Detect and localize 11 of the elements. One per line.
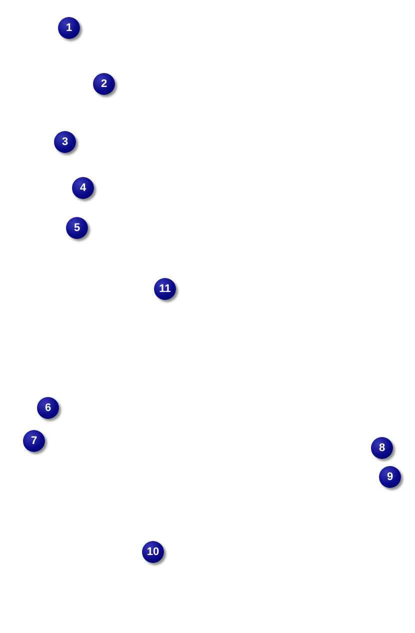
callout-number: 4 (72, 177, 94, 199)
callout-number: 9 (379, 466, 401, 488)
callout-number: 10 (142, 541, 164, 563)
callout-number: 5 (66, 217, 88, 239)
callout-number: 3 (54, 131, 76, 153)
callout-number: 7 (23, 430, 45, 452)
callout-number: 8 (371, 437, 393, 459)
callout-number: 11 (154, 278, 176, 300)
callout-number: 6 (37, 397, 59, 419)
callout-number: 1 (58, 17, 80, 39)
callout-number: 2 (93, 73, 115, 95)
